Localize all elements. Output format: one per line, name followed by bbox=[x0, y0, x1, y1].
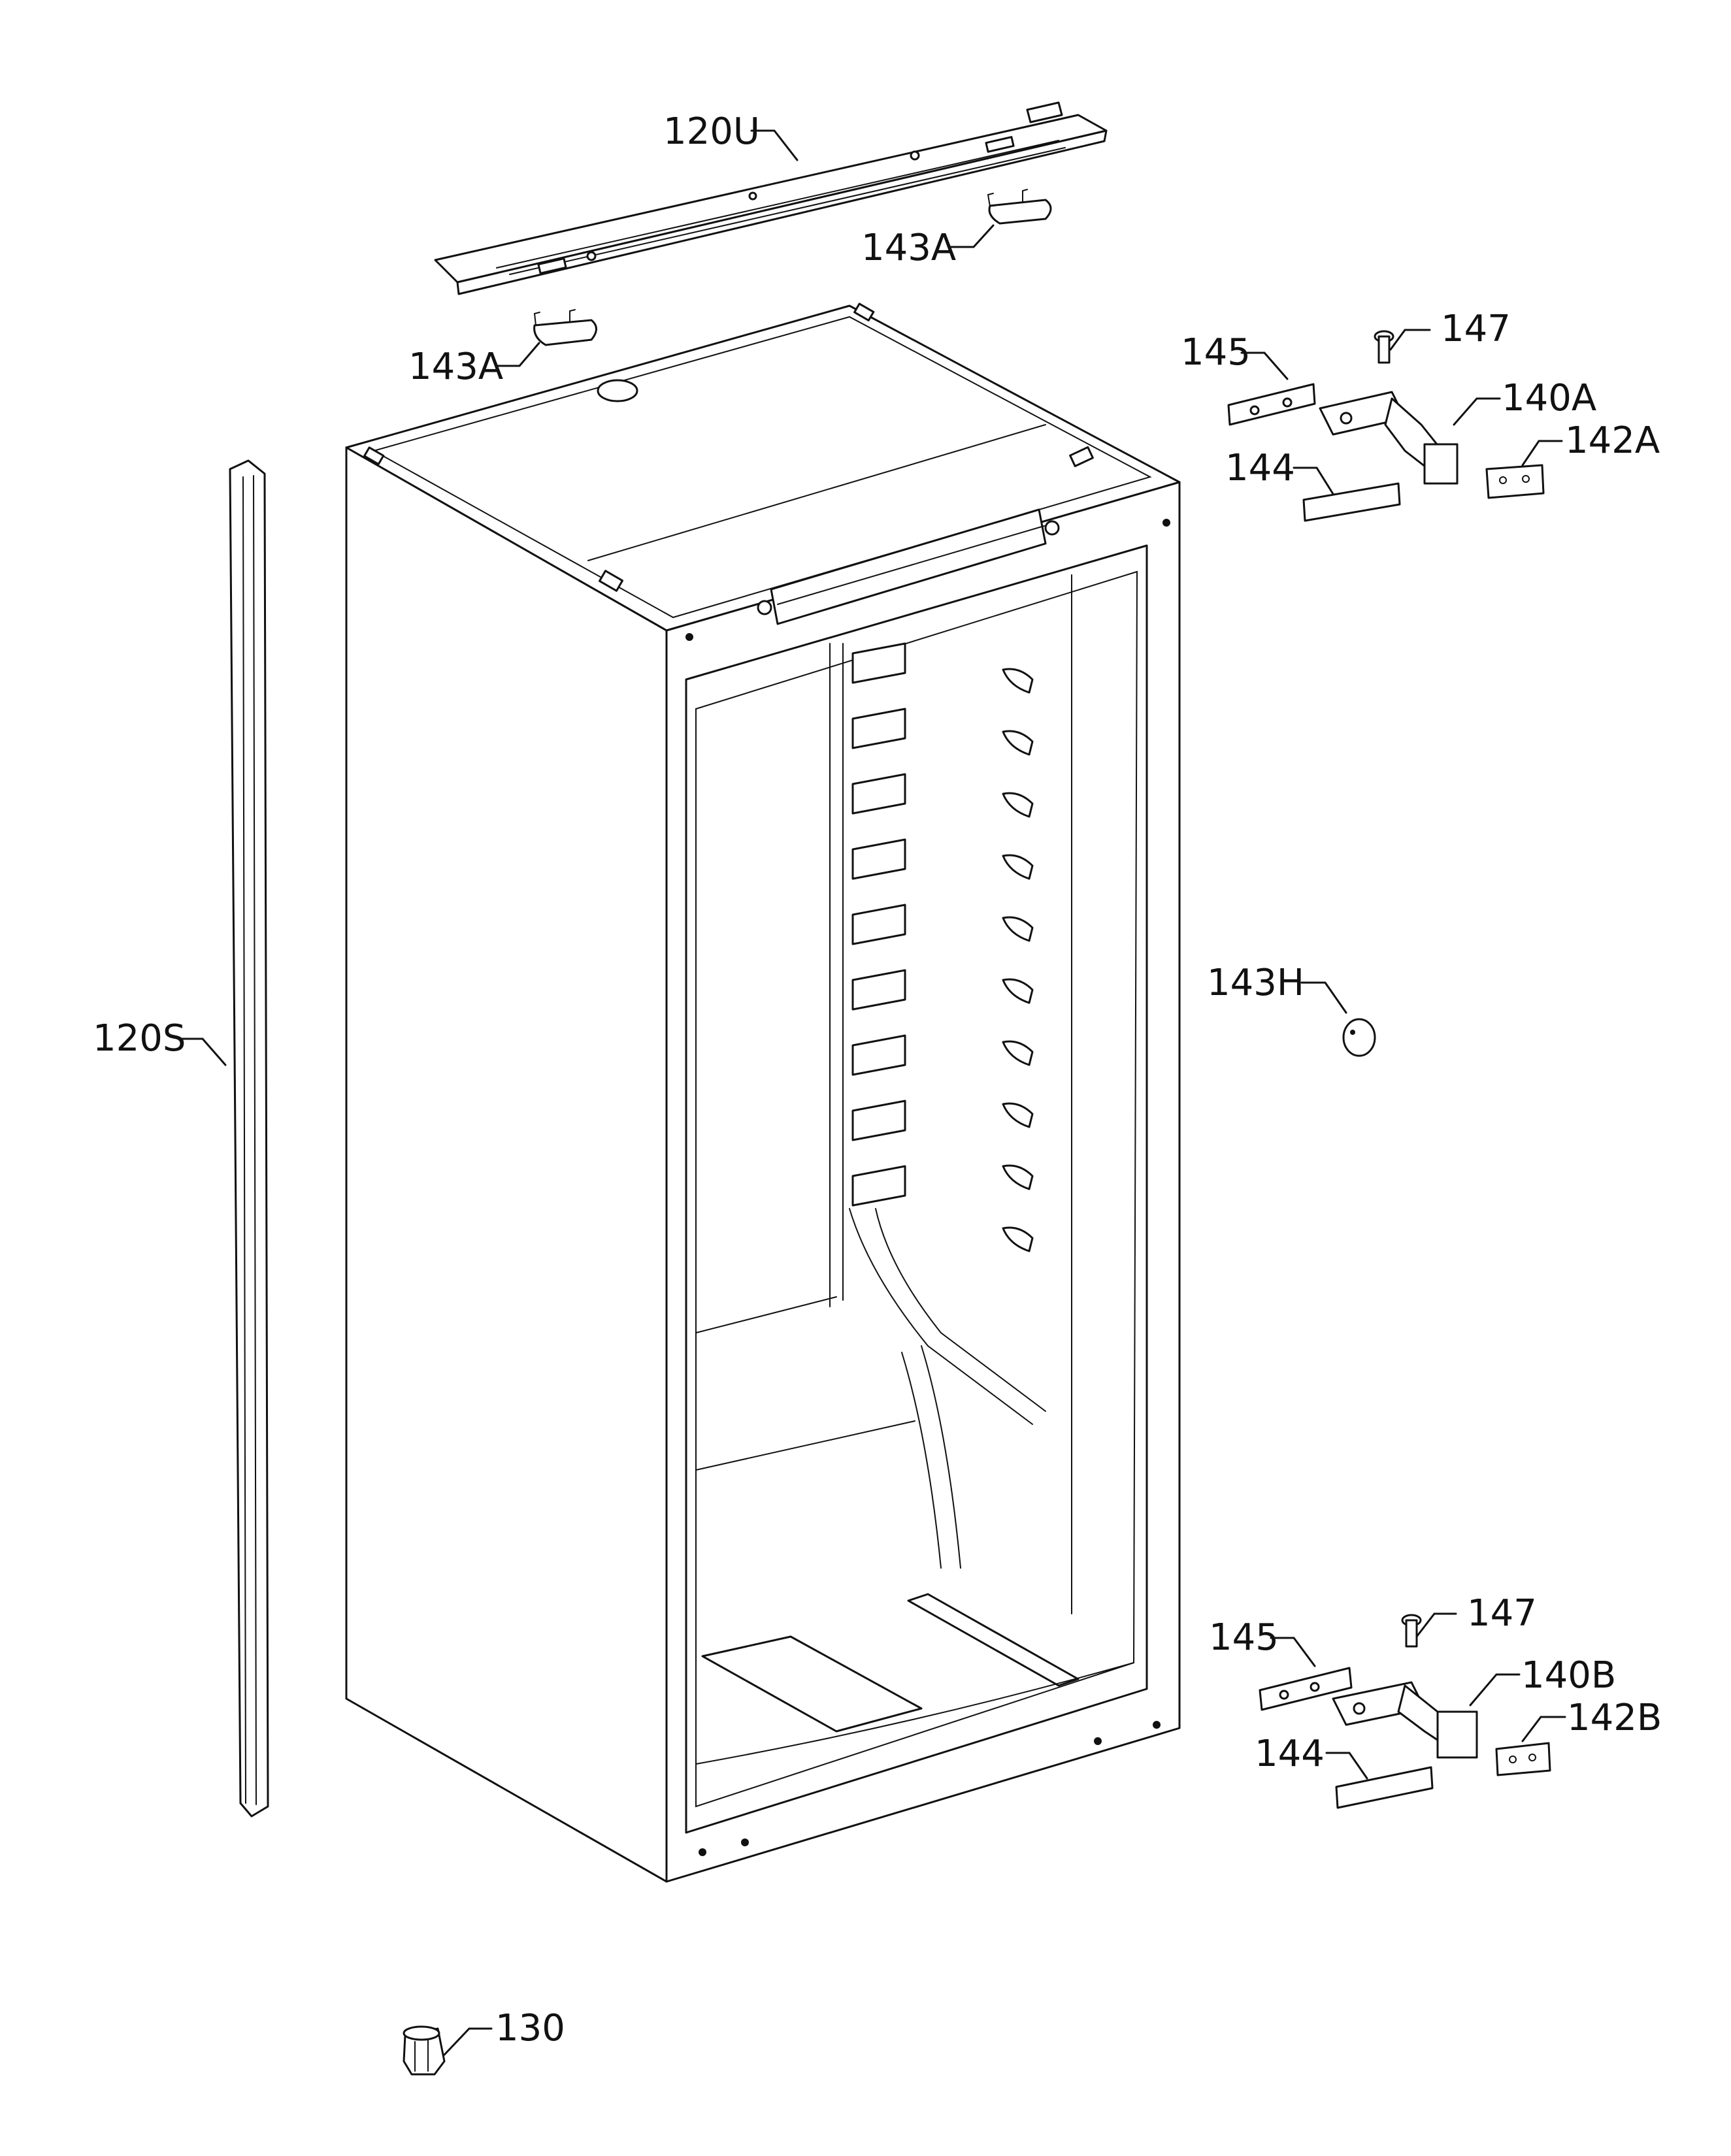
label-hinge-lower: 140B bbox=[1521, 1654, 1616, 1697]
label-cap-top-right: 143A bbox=[861, 227, 956, 269]
hinge-cover-upper bbox=[1485, 464, 1545, 499]
label-rail-top: 120U bbox=[663, 110, 760, 153]
hinge-screw-lower bbox=[1401, 1614, 1422, 1648]
label-side-trim: 120S bbox=[93, 1017, 186, 1060]
hinge-strip-upper bbox=[1302, 482, 1401, 522]
shelf-supports bbox=[851, 642, 906, 1207]
hinge-upper bbox=[1319, 391, 1459, 485]
label-cover-lower: 142B bbox=[1567, 1697, 1662, 1739]
label-screw-lower: 147 bbox=[1467, 1592, 1537, 1635]
refrigerator-cabinet bbox=[345, 302, 1181, 1883]
top-rail bbox=[434, 101, 1108, 295]
hinge-screw-upper bbox=[1374, 330, 1394, 364]
hinge-strip-lower bbox=[1335, 1766, 1434, 1809]
hinge-plate-lower bbox=[1259, 1667, 1353, 1711]
label-cap-top-left: 143A bbox=[408, 346, 503, 388]
leveling-foot bbox=[403, 2025, 446, 2076]
leader-lines bbox=[178, 129, 1566, 2056]
hinge-cover-lower bbox=[1495, 1742, 1551, 1776]
label-cover-upper: 142A bbox=[1565, 419, 1660, 462]
label-plug: 143H bbox=[1207, 962, 1304, 1004]
label-strip-upper: 144 bbox=[1225, 447, 1295, 489]
part-labels: 120U 143A 143A 147 145 140A 142A 144 143… bbox=[93, 110, 1662, 2050]
label-hinge-upper: 140A bbox=[1502, 377, 1596, 419]
hinge-plate-upper bbox=[1227, 383, 1316, 426]
label-strip-lower: 144 bbox=[1255, 1733, 1325, 1775]
plug bbox=[1342, 1018, 1376, 1057]
side-trim bbox=[229, 459, 269, 1818]
hinge-lower bbox=[1332, 1681, 1478, 1759]
label-plate-lower: 145 bbox=[1209, 1616, 1279, 1659]
label-plate-upper: 145 bbox=[1181, 331, 1251, 374]
side-shelf-clips bbox=[1002, 668, 1034, 1252]
cap-top-right bbox=[987, 189, 1052, 225]
cap-top-left bbox=[533, 309, 597, 346]
label-screw-upper: 147 bbox=[1441, 308, 1511, 350]
label-foot: 130 bbox=[495, 2007, 565, 2050]
